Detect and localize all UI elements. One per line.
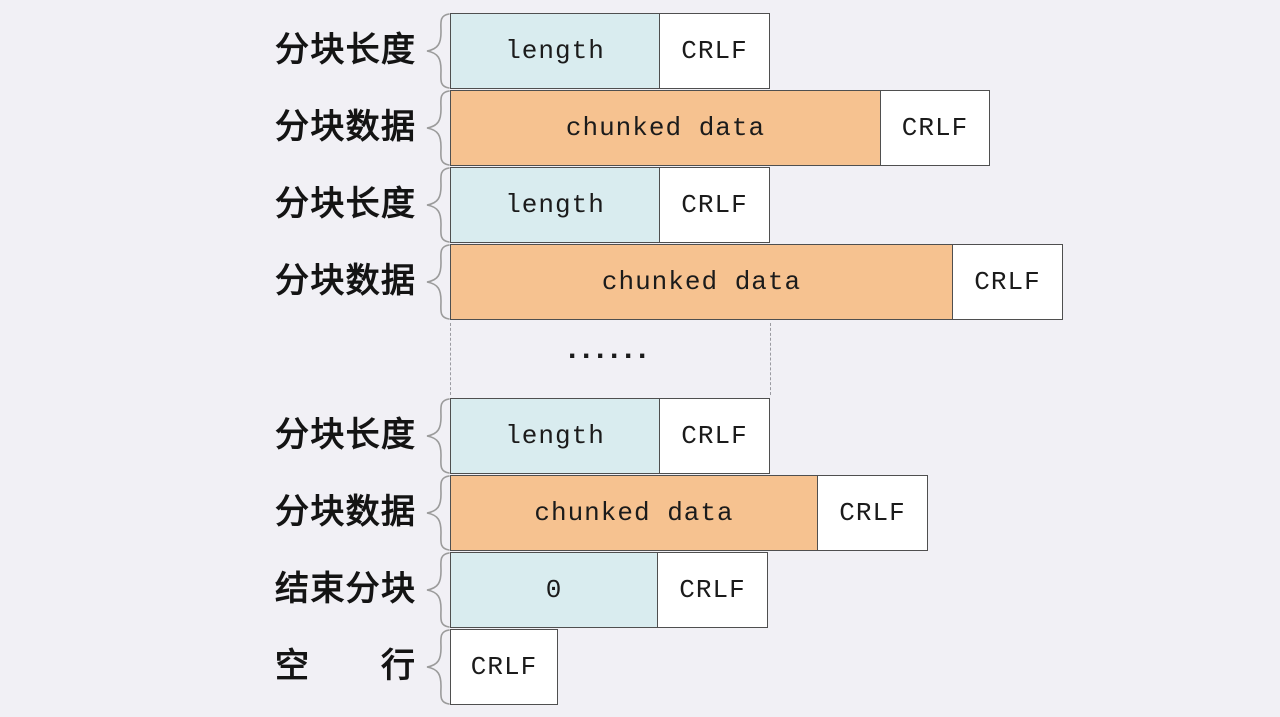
- ellipsis-dots: ······: [568, 339, 652, 373]
- row-label: 分块数据: [275, 262, 415, 301]
- row-label: 分块数据: [275, 493, 415, 532]
- cell-crlf: CRLF: [952, 244, 1063, 320]
- brace-icon: [426, 244, 450, 320]
- row-cells: CRLF: [450, 629, 558, 705]
- brace-icon: [426, 167, 450, 243]
- cell-0: 0: [450, 552, 658, 628]
- gap-row: ······: [0, 321, 1280, 397]
- row-label: 分块长度: [275, 185, 415, 224]
- cell-crlf: CRLF: [880, 90, 990, 166]
- cell-length: length: [450, 13, 660, 89]
- row-label: 结束分块: [275, 570, 415, 609]
- cell-length: length: [450, 167, 660, 243]
- dashed-line-left-icon: [450, 323, 451, 395]
- cell-crlf: CRLF: [450, 629, 558, 705]
- cell-length: length: [450, 398, 660, 474]
- brace-icon: [426, 475, 450, 551]
- cell-crlf: CRLF: [659, 167, 770, 243]
- brace-icon: [426, 552, 450, 628]
- brace-icon: [426, 629, 450, 705]
- dashed-line-right-icon: [770, 323, 771, 395]
- row-label: 分块数据: [275, 108, 415, 147]
- cell-chunked-data: chunked data: [450, 475, 818, 551]
- brace-icon: [426, 90, 450, 166]
- cell-crlf: CRLF: [659, 398, 770, 474]
- cell-crlf: CRLF: [659, 13, 770, 89]
- cell-crlf: CRLF: [817, 475, 928, 551]
- cell-crlf: CRLF: [657, 552, 768, 628]
- cell-chunked-data: chunked data: [450, 244, 953, 320]
- row-label: 分块长度: [275, 31, 415, 70]
- row-empty-line: 空行 CRLF: [0, 629, 1280, 705]
- row-label: 分块长度: [275, 416, 415, 455]
- cell-chunked-data: chunked data: [450, 90, 881, 166]
- brace-icon: [426, 13, 450, 89]
- row-label: 空行: [275, 647, 415, 686]
- brace-icon: [426, 398, 450, 474]
